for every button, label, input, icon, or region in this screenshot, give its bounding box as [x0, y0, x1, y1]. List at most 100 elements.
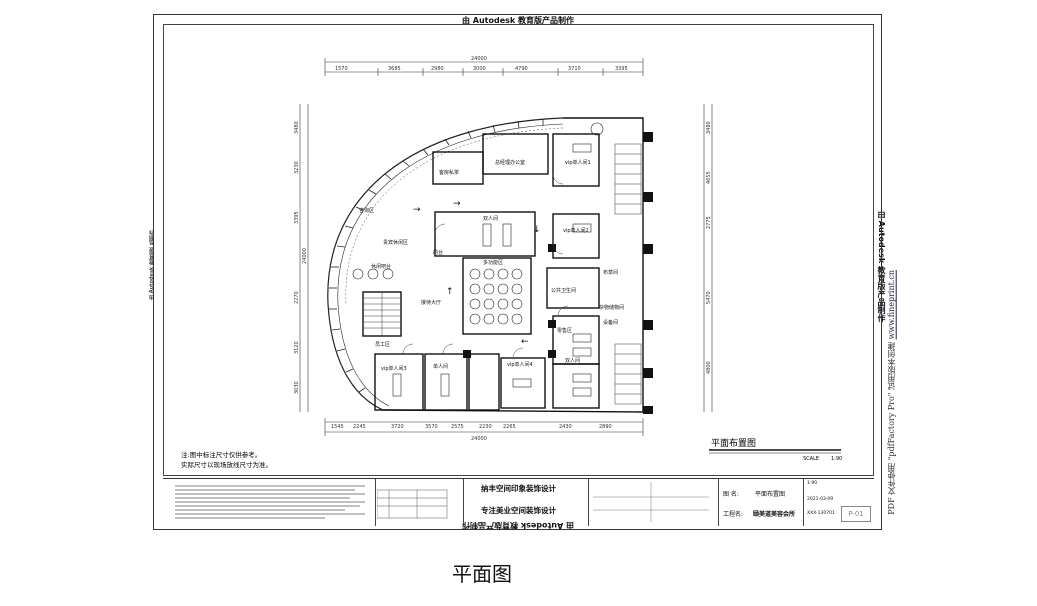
- project-name: 颐美道美容会所: [753, 511, 796, 518]
- bottom-dimension-values: 1545 2245 3720 3570 2575 2230 2265 2430 …: [331, 424, 612, 442]
- dim-bottom-overall: 24000: [471, 436, 487, 442]
- beds: [392, 143, 592, 397]
- room-label-lounge: 贵宾休闲区: [383, 239, 408, 246]
- dim-left-2: 3395: [294, 211, 300, 224]
- title-block: 纳丰空间印象装饰设计 专注美业空间装饰设计 图 名: 平面布置图 工程名: 颐美…: [163, 478, 874, 526]
- room-labels: 总经理办公室 客房私茶 贵宾休闲区 双人间 多功能区 接待大厅 vip单人间1 …: [359, 159, 624, 372]
- notes-text-lines: [175, 485, 365, 519]
- project-label: 工程名:: [723, 511, 744, 518]
- company-slogan: 专注美业空间装饰设计: [481, 506, 556, 515]
- company-name: 纳丰空间印象装饰设计: [481, 484, 556, 493]
- note-line-2: 实际尺寸以现场放线尺寸为准。: [181, 460, 272, 469]
- dim-left-5: 3030: [294, 381, 300, 394]
- room-label-storage: 杂物储物间: [599, 304, 624, 311]
- tb-divider: [718, 479, 719, 526]
- dim-bottom-1: 2245: [353, 424, 366, 430]
- room-label-multi: 多功能区: [483, 259, 503, 266]
- dim-bottom-4: 2575: [451, 424, 464, 430]
- flow-arrows: → → ↓ ↑ ←: [413, 199, 541, 347]
- room-label-retail: 零售区: [557, 327, 572, 334]
- tb-date: 2021-03-09: [807, 497, 834, 502]
- dim-right-1: 4655: [706, 171, 712, 184]
- page-caption: 平面图: [452, 562, 512, 586]
- dim-top-4: 4790: [515, 66, 528, 72]
- tb-divider: [588, 479, 589, 526]
- room-label-tea: 客房私茶: [439, 169, 459, 176]
- room-label-vip3: vip单人间3: [381, 365, 407, 372]
- room-label-cafe: 休闲吧台: [371, 263, 391, 270]
- room-label-linen: 布草间: [603, 269, 618, 276]
- dim-left-3: 2270: [294, 291, 300, 304]
- room-label-single: 单人间: [433, 363, 448, 370]
- general-notes-block: [165, 481, 375, 524]
- dim-bottom-7: 2430: [559, 424, 572, 430]
- room-label-vip4: vip单人间4: [507, 361, 533, 368]
- room-label-front: 前台: [433, 249, 443, 256]
- room-label-vip1: vip单人间1: [565, 159, 591, 166]
- dim-top-overall: 24000: [471, 56, 487, 62]
- arrow-icon: ↑: [446, 287, 454, 297]
- note-line-1: 注:图中标注尺寸仅供参考。: [181, 450, 261, 459]
- top-watermark: 由 Autodesk 教育版产品制作: [462, 16, 575, 25]
- curved-facade: [327, 117, 564, 411]
- door-swings: [402, 173, 569, 359]
- tb-divider: [803, 479, 804, 526]
- left-dimension-values: 3480 3230 3395 24000 2270 3120 3030: [294, 121, 308, 394]
- signature-block: [591, 482, 711, 522]
- room-label-double: 双人间: [565, 357, 580, 364]
- pdf-notice-text: PDF 文件使用 "pdfFactory Pro" 试用版本创建: [887, 341, 896, 515]
- dim-left-0: 3480: [294, 121, 300, 134]
- room-label-equipment: 设备间: [603, 319, 618, 326]
- dim-bottom-0: 1545: [331, 424, 344, 430]
- arrow-icon: ↓: [533, 225, 541, 235]
- walls: [362, 117, 644, 413]
- pdf-notice-url[interactable]: www.fineprint.cn: [887, 270, 896, 340]
- dim-right-2: 2775: [706, 216, 712, 229]
- arrow-icon: ←: [521, 337, 529, 347]
- revision-table: [376, 482, 453, 522]
- top-dimension-values: 24000 1570 3685 2980 3000 4790 3710 3395: [335, 56, 628, 72]
- room-label-wc: 公共卫生间: [551, 287, 576, 294]
- dim-top-0: 1570: [335, 66, 348, 72]
- dim-top-3: 3000: [473, 66, 486, 72]
- room-label-treatment: 双人间: [483, 215, 498, 222]
- floor-plan: 24000 1570 3685 2980 3000 4790 3710 3395…: [181, 56, 842, 469]
- pdf-notice: PDF 文件使用 "pdfFactory Pro" 试用版本创建 www.fin…: [886, 270, 897, 515]
- dim-bottom-5: 2230: [479, 424, 492, 430]
- sheet-number: P-01: [841, 506, 871, 522]
- round-tables: [352, 122, 604, 325]
- room-label-ceo: 总经理办公室: [495, 159, 525, 166]
- drawing-sheet: [153, 14, 882, 530]
- arrow-icon: →: [413, 205, 421, 215]
- right-dimension-values: 3480 4655 2775 5470 4800: [706, 121, 712, 374]
- scale-label: SCALE: [803, 456, 819, 462]
- drawing-name: 平面布置图: [755, 491, 786, 498]
- dim-left-1: 3230: [294, 161, 300, 174]
- tb-divider: [463, 479, 464, 526]
- drawing-name-label: 图 名:: [723, 491, 739, 498]
- dim-bottom-8: 2890: [599, 424, 612, 430]
- top-dimension-lines: [299, 58, 713, 436]
- room-label-staff: 员工区: [375, 342, 390, 348]
- dim-right-3: 5470: [706, 291, 712, 304]
- tb-drawing-no: XXX-130701: [807, 511, 835, 516]
- room-label-hall: 接待大厅: [421, 299, 441, 306]
- stair-treads: [363, 292, 401, 336]
- room-label-vip2: vip单人间2: [563, 227, 589, 234]
- arrow-icon: →: [453, 199, 461, 209]
- tb-divider: [375, 479, 376, 526]
- dim-bottom-2: 3720: [391, 424, 404, 430]
- scale-value: 1:90: [831, 456, 842, 462]
- dim-left-4: 3120: [294, 341, 300, 354]
- dim-right-0: 3480: [706, 121, 712, 134]
- dim-top-6: 3395: [615, 66, 628, 72]
- dim-top-2: 2980: [431, 66, 444, 72]
- dim-bottom-3: 3570: [425, 424, 438, 430]
- plan-title: 平面布置图: [711, 437, 756, 449]
- dim-bottom-6: 2265: [503, 424, 516, 430]
- tb-scale: 1:90: [807, 481, 818, 486]
- dim-left-overall: 24000: [302, 248, 308, 264]
- facade-mullions: [329, 119, 544, 393]
- dim-top-1: 3685: [388, 66, 401, 72]
- drawing-frame: [163, 24, 874, 476]
